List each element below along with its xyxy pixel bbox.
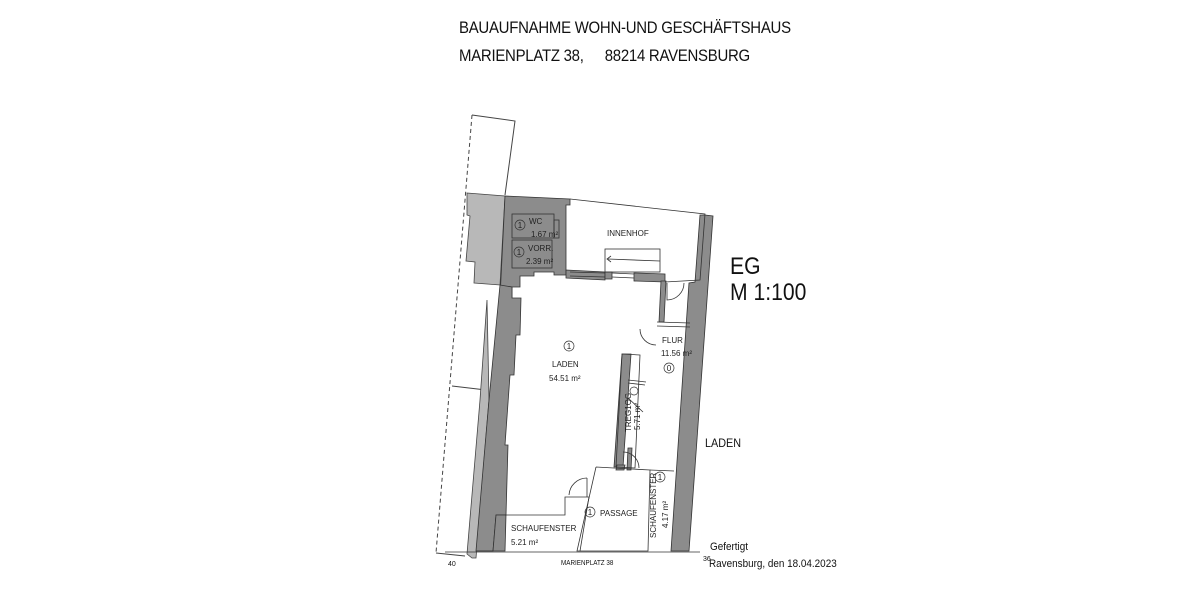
room-area-vorr: 2.39 m² (526, 257, 553, 266)
room-number-laden: 1 (567, 342, 572, 351)
address-city: 88214 RAVENSBURG (604, 46, 750, 65)
room-name-innenhof: INNENHOF (607, 229, 649, 238)
room-area-treppe: 5.71 m² (633, 403, 642, 430)
room-area-laden: 54.51 m² (549, 374, 581, 383)
room-name-flur: FLUR (662, 336, 683, 345)
signature-label: Gefertigt (710, 541, 748, 553)
signature-place-date: Ravensburg, den 18.04.2023 (709, 558, 837, 570)
title-block: BAUAUFNAHME WOHN-UND GESCHÄFTSHAUS MARIE… (459, 14, 791, 70)
room-number-markers (513, 219, 675, 518)
interior-lines (445, 198, 706, 553)
dimension-right: 36 (703, 556, 711, 563)
room-name-treppe: TREG1OG (624, 393, 633, 432)
street-label: MARIENPLATZ 38 (561, 560, 614, 567)
floor-level: EG (730, 253, 761, 280)
room-number-wc: 1 (518, 221, 523, 230)
drawing-scale: M 1:100 (730, 279, 807, 306)
level-label: EG M 1:100 (730, 254, 806, 306)
exterior-walls (475, 195, 714, 552)
neighbor-outline (435, 114, 516, 557)
room-area-wc: 1.67 m² (531, 230, 558, 239)
room-area-schaufenster-right: 4.17 m² (661, 501, 670, 528)
room-number-vorr: 1 (517, 248, 522, 257)
room-name-schaufenster-right: SCHAUFENSTER (649, 472, 658, 538)
room-name-vorr: VORR. (528, 244, 553, 253)
room-name-laden: LADEN (552, 360, 579, 369)
room-name-wc: WC (529, 217, 543, 226)
room-name-schaufenster-left: SCHAUFENSTER (511, 524, 577, 533)
project-title: BAUAUFNAHME WOHN-UND GESCHÄFTSHAUS (459, 18, 791, 37)
room-number-flur: 0 (667, 364, 672, 373)
room-area-schaufenster-left: 5.21 m² (511, 538, 538, 547)
room-number-schaufenster-right: 1 (658, 473, 663, 482)
room-name-passage: PASSAGE (600, 509, 638, 518)
project-address: MARIENPLATZ 38, 88214 RAVENSBURG (459, 42, 791, 70)
address-street: MARIENPLATZ 38, (459, 46, 584, 65)
dimension-left: 40 (448, 561, 456, 568)
room-area-flur: 11.56 m² (661, 349, 692, 358)
neighbor-label: LADEN (705, 436, 742, 450)
room-number-schaufenster-left: 1 (588, 508, 593, 517)
